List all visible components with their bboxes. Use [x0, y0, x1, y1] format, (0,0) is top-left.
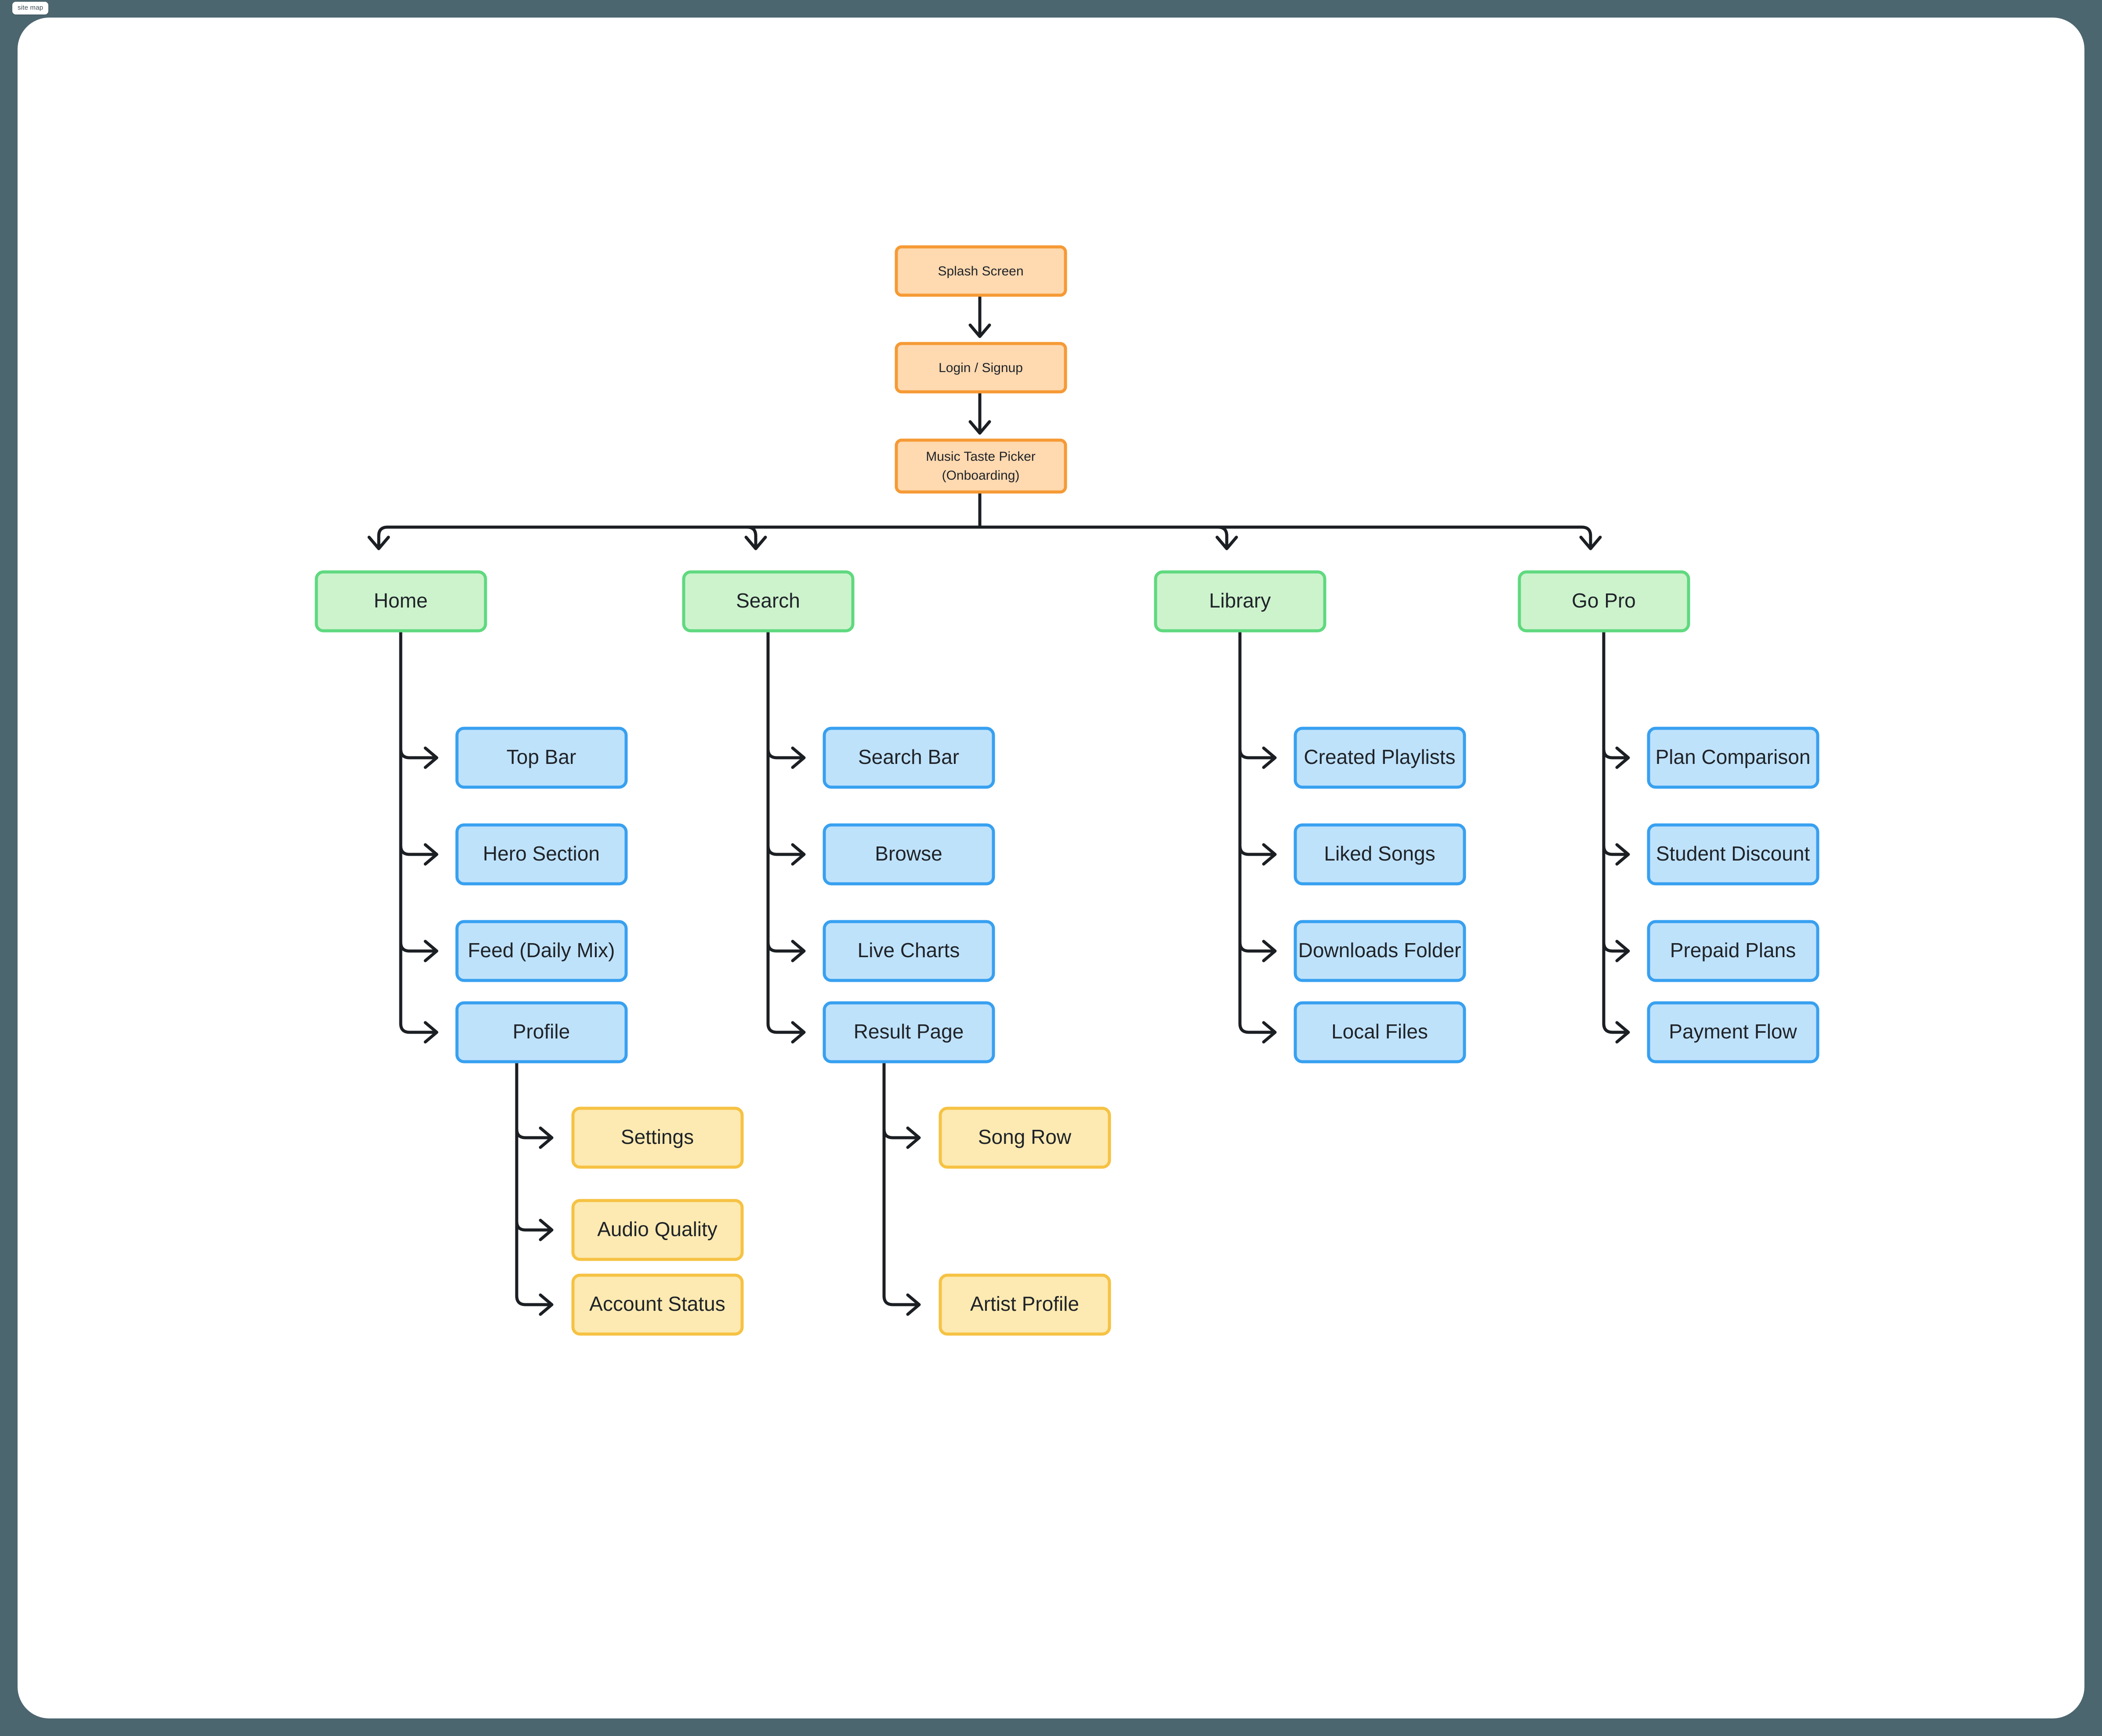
node-label: Downloads Folder: [1298, 939, 1461, 962]
sitemap-svg: Splash Screen Login / Signup Music Taste…: [315, 245, 1819, 1336]
node-login-signup[interactable]: Login / Signup: [895, 342, 1067, 394]
node-prepaid-plans[interactable]: Prepaid Plans: [1647, 920, 1819, 982]
node-section-home[interactable]: Home: [315, 570, 487, 633]
sitemap-diagram: Splash Screen Login / Signup Music Taste…: [18, 18, 2084, 1718]
node-label: Library: [1209, 589, 1271, 612]
node-label: Result Page: [854, 1020, 964, 1043]
node-music-taste-picker[interactable]: Music Taste Picker (Onboarding): [895, 438, 1067, 494]
node-label: Song Row: [978, 1125, 1072, 1148]
node-plan-comparison[interactable]: Plan Comparison: [1647, 727, 1819, 789]
node-label: Splash Screen: [938, 264, 1023, 278]
node-section-go-pro[interactable]: Go Pro: [1518, 570, 1690, 633]
edge-group-library: [1238, 629, 1277, 1044]
node-label: Artist Profile: [970, 1292, 1079, 1315]
node-artist-profile[interactable]: Artist Profile: [939, 1273, 1111, 1336]
node-live-charts[interactable]: Live Charts: [823, 920, 995, 982]
node-label: Hero Section: [483, 842, 600, 865]
node-splash-screen[interactable]: Splash Screen: [895, 245, 1067, 297]
node-label-line1: Music Taste Picker: [926, 449, 1036, 464]
node-student-discount[interactable]: Student Discount: [1647, 823, 1819, 886]
edge-group-search: [766, 629, 806, 1044]
node-label: Local Files: [1331, 1020, 1428, 1043]
node-label: Created Playlists: [1304, 745, 1455, 768]
edge-login-to-onboarding: [968, 390, 991, 435]
node-payment-flow[interactable]: Payment Flow: [1647, 1001, 1819, 1063]
node-label: Search Bar: [858, 745, 959, 768]
node-settings[interactable]: Settings: [571, 1107, 744, 1169]
node-label: Account Status: [589, 1292, 725, 1315]
node-liked-songs[interactable]: Liked Songs: [1294, 823, 1466, 886]
node-song-row[interactable]: Song Row: [939, 1107, 1111, 1169]
node-label: Student Discount: [1656, 842, 1810, 865]
node-local-files[interactable]: Local Files: [1294, 1001, 1466, 1063]
node-downloads-folder[interactable]: Downloads Folder: [1294, 920, 1466, 982]
node-label-line2: (Onboarding): [942, 468, 1020, 483]
node-label: Go Pro: [1572, 589, 1636, 612]
document-title-badge: site map: [12, 2, 49, 14]
edge-splash-to-login: [968, 293, 991, 338]
nodes-layer: Splash Screen Login / Signup Music Taste…: [315, 245, 1819, 1336]
node-label: Live Charts: [858, 939, 960, 962]
node-account-status[interactable]: Account Status: [571, 1273, 744, 1336]
node-created-playlists[interactable]: Created Playlists: [1294, 727, 1466, 789]
node-feed-daily-mix[interactable]: Feed (Daily Mix): [455, 920, 628, 982]
node-label: Browse: [875, 842, 942, 865]
edge-group-profile: [515, 1059, 554, 1316]
node-section-search[interactable]: Search: [682, 570, 855, 633]
node-label: Settings: [621, 1125, 694, 1148]
node-top-bar[interactable]: Top Bar: [455, 727, 628, 789]
node-label: Search: [736, 589, 800, 612]
node-label: Feed (Daily Mix): [468, 939, 615, 962]
node-result-page[interactable]: Result Page: [823, 1001, 995, 1063]
node-label: Home: [374, 589, 428, 612]
node-audio-quality[interactable]: Audio Quality: [571, 1199, 744, 1261]
node-label: Liked Songs: [1324, 842, 1435, 865]
node-search-bar[interactable]: Search Bar: [823, 727, 995, 789]
node-label: Plan Comparison: [1656, 745, 1811, 768]
edge-group-go-pro: [1602, 629, 1630, 1044]
node-label: Audio Quality: [597, 1218, 718, 1241]
node-label: Top Bar: [507, 745, 576, 768]
node-section-library[interactable]: Library: [1154, 570, 1326, 633]
edge-group-home: [399, 629, 439, 1044]
node-label: Profile: [513, 1020, 570, 1043]
node-hero-section[interactable]: Hero Section: [455, 823, 628, 886]
node-label: Payment Flow: [1669, 1020, 1797, 1043]
node-label: Prepaid Plans: [1670, 939, 1796, 962]
edges-layer: [367, 293, 1630, 1316]
diagram-canvas-frame: Splash Screen Login / Signup Music Taste…: [18, 18, 2084, 1718]
edge-group-result-page: [882, 1059, 921, 1316]
node-label: Login / Signup: [939, 361, 1023, 375]
node-browse[interactable]: Browse: [823, 823, 995, 886]
edge-distribution-bus: [367, 525, 1602, 550]
node-profile[interactable]: Profile: [455, 1001, 628, 1063]
